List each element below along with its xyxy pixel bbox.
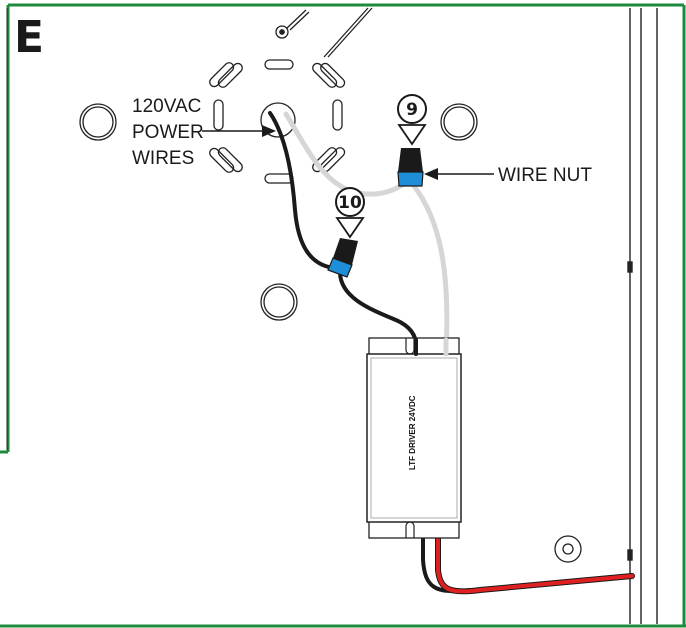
wire-nut-label: WIRE NUT	[498, 165, 592, 186]
step-number-9: 9	[406, 100, 418, 120]
mounting-holes	[79, 103, 582, 563]
power-wires-callout: 120VAC POWER WIRES	[132, 96, 276, 169]
step-callout-10: 10	[335, 187, 365, 239]
right-edge	[627, 8, 658, 624]
wire-entries	[414, 337, 449, 357]
step-number-10: 10	[338, 193, 362, 213]
ground-screw-icon	[275, 7, 373, 58]
power-label-line2: POWER	[132, 122, 204, 143]
led-driver: LTF DRIVER 24VDC	[366, 337, 462, 539]
step-callout-9: 9	[397, 94, 427, 146]
wire-nut-callout: WIRE NUT	[424, 165, 592, 186]
wire-nut-9	[397, 148, 424, 187]
knockout-pattern	[209, 59, 346, 184]
driver-label: LTF DRIVER 24VDC	[408, 395, 417, 470]
wire-nut-10	[327, 238, 358, 278]
red-wire	[435, 523, 635, 595]
power-label-line3: WIRES	[132, 148, 194, 169]
white-wires	[283, 111, 450, 355]
power-label-line1: 120VAC	[132, 96, 201, 117]
panel-frame	[0, 3, 686, 628]
panel-letter: E	[14, 12, 44, 63]
